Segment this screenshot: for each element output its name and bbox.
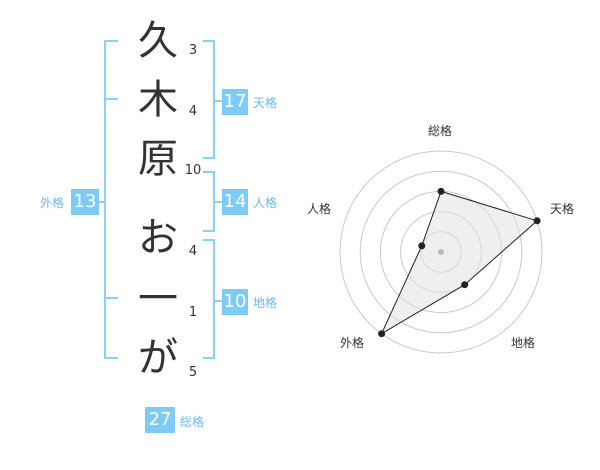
gaikaku-value: 13 [71, 189, 99, 215]
soukaku-value: 27 [145, 407, 175, 433]
radar-point [378, 330, 386, 338]
tenkaku-bracket [203, 40, 215, 159]
radar-center [438, 249, 444, 255]
gaikaku-label: 外格 [40, 196, 65, 210]
radar-area [380, 190, 539, 335]
name-char: が [138, 335, 178, 381]
stroke-count: 4 [188, 244, 198, 259]
radar-label-tenkaku: 天格 [549, 202, 574, 216]
outer-bracket [104, 40, 118, 359]
stroke-count: 5 [188, 365, 198, 380]
stroke-count: 3 [188, 43, 198, 58]
soukaku-label: 総格 [180, 415, 205, 429]
tenkaku-value: 17 [222, 89, 248, 115]
radar-label-gaikaku: 外格 [339, 336, 364, 350]
jinkaku-label: 人格 [253, 196, 278, 210]
stroke-count: 4 [188, 104, 198, 119]
name-char: 一 [138, 276, 178, 322]
jinkaku-value: 14 [222, 189, 248, 215]
name-char: 木 [138, 77, 178, 123]
radar-point [533, 217, 541, 225]
radar-point [461, 281, 469, 289]
stroke-count: 10 [184, 163, 202, 178]
name-char: 原 [138, 136, 178, 182]
chikaku-label: 地格 [253, 296, 278, 310]
radar-label-jinkaku: 人格 [306, 202, 331, 216]
radar-label-soukaku: 総格 [427, 124, 452, 138]
name-char: お [138, 215, 178, 261]
radar-point [418, 242, 426, 250]
chikaku-bracket [203, 239, 215, 359]
radar-point [437, 187, 445, 195]
radar-label-chikaku: 地格 [510, 336, 535, 350]
radar-ring [339, 150, 543, 354]
chikaku-value: 10 [222, 289, 248, 315]
tenkaku-label: 天格 [253, 96, 278, 110]
radar-ring [359, 170, 523, 334]
name-char: 久 [138, 18, 178, 64]
stroke-count: 1 [188, 305, 198, 320]
